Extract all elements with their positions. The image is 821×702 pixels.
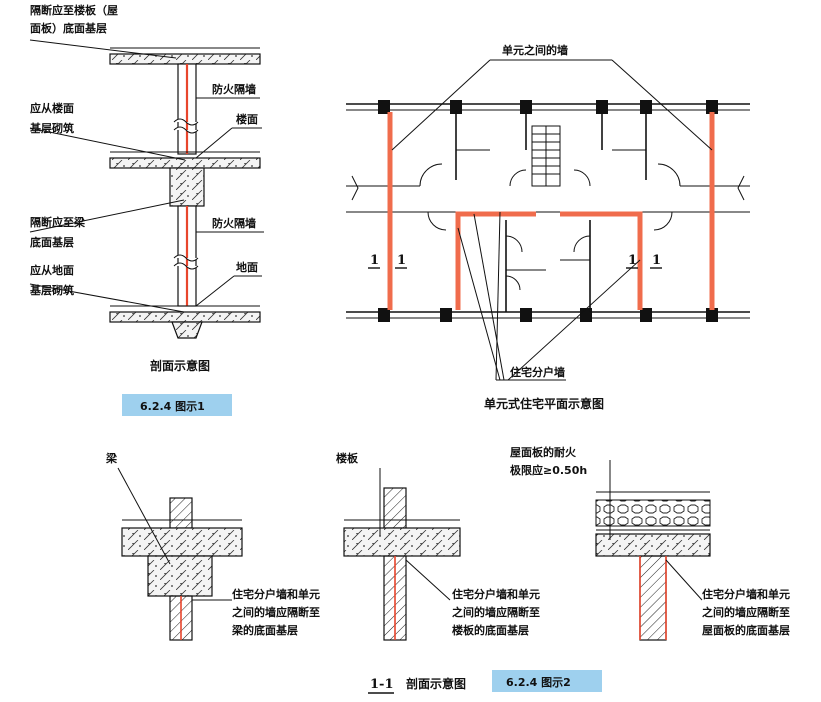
label-roof-1: 屋面板的耐火	[510, 445, 577, 459]
section-mark-b1: 1	[628, 253, 637, 268]
ground-slab	[109, 311, 261, 323]
beam-a	[147, 555, 213, 597]
label-to-beam-2: 底面基层	[30, 235, 74, 249]
beam	[169, 167, 205, 207]
top-slab	[109, 53, 261, 65]
label-top-2: 面板）底面基层	[30, 21, 107, 35]
fig1-badge	[122, 394, 232, 416]
slab-a	[121, 527, 243, 557]
fig1-badge-text: 6.2.4 图示1	[140, 400, 205, 413]
section-mark-a2: 1	[397, 253, 406, 268]
section-mark-a1: 1	[370, 253, 379, 268]
label-from-ground-1: 应从地面	[30, 263, 74, 277]
roof-slab	[595, 533, 711, 557]
note1-line3: 梁的底面基层	[231, 623, 298, 637]
note1-line1: 住宅分户墙和单元	[232, 587, 320, 601]
note3-line2: 之间的墙应隔断至	[702, 605, 790, 619]
section-figure-2: 梁 楼板 屋面板的耐火 极限应≥0.50h 住宅分户墙和单元 之间的墙应隔断至 …	[105, 445, 790, 694]
fig1-caption: 剖面示意图	[150, 358, 210, 373]
note2-line1: 住宅分户墙和单元	[452, 587, 540, 601]
label-from-ground-2: 基层砌筑	[29, 283, 74, 297]
label-from-floor-2: 基层砌筑	[29, 121, 74, 135]
label-fire-wall-2: 防火隔墙	[212, 216, 256, 230]
section-figure-1: 隔断应至楼板（屋 面板）底面基层 防火隔墙 应从楼面 基层砌筑 楼面 隔断应至梁…	[29, 3, 264, 416]
label-roof-2: 极限应≥0.50h	[510, 463, 587, 477]
plan-caption: 单元式住宅平面示意图	[484, 396, 604, 411]
label-slab: 楼板	[336, 451, 359, 465]
fig2-badge	[492, 670, 602, 692]
note2-line2: 之间的墙应隔断至	[452, 605, 540, 619]
note3-line1: 住宅分户墙和单元	[702, 587, 790, 601]
note2-line3: 楼板的底面基层	[452, 623, 529, 637]
label-floor: 楼面	[236, 112, 258, 126]
note1-line2: 之间的墙应隔断至	[232, 605, 320, 619]
label-ground: 地面	[236, 260, 258, 274]
label-unit-wall: 单元之间的墙	[502, 43, 568, 57]
unit-plan-figure: 1 1 1 1 单元之间的墙 住宅分户墙 单元式住宅平面示意图	[346, 43, 750, 411]
label-fire-wall-1: 防火隔墙	[212, 82, 256, 96]
section-title: 1-1	[370, 677, 394, 692]
fig2-caption: 剖面示意图	[406, 676, 466, 691]
label-beam: 梁	[105, 451, 118, 465]
note3-line3: 屋面板的底面基层	[702, 623, 790, 637]
label-from-floor-1: 应从楼面	[30, 101, 74, 115]
roof-insulation	[595, 499, 711, 527]
section-mark-b2: 1	[652, 253, 661, 268]
label-dwelling-wall: 住宅分户墙	[510, 365, 565, 379]
label-top-1: 隔断应至楼板（屋	[30, 3, 118, 17]
label-to-beam-1: 隔断应至梁	[30, 215, 86, 229]
fig2-badge-text: 6.2.4 图示2	[506, 676, 571, 689]
slab-b	[343, 527, 461, 557]
